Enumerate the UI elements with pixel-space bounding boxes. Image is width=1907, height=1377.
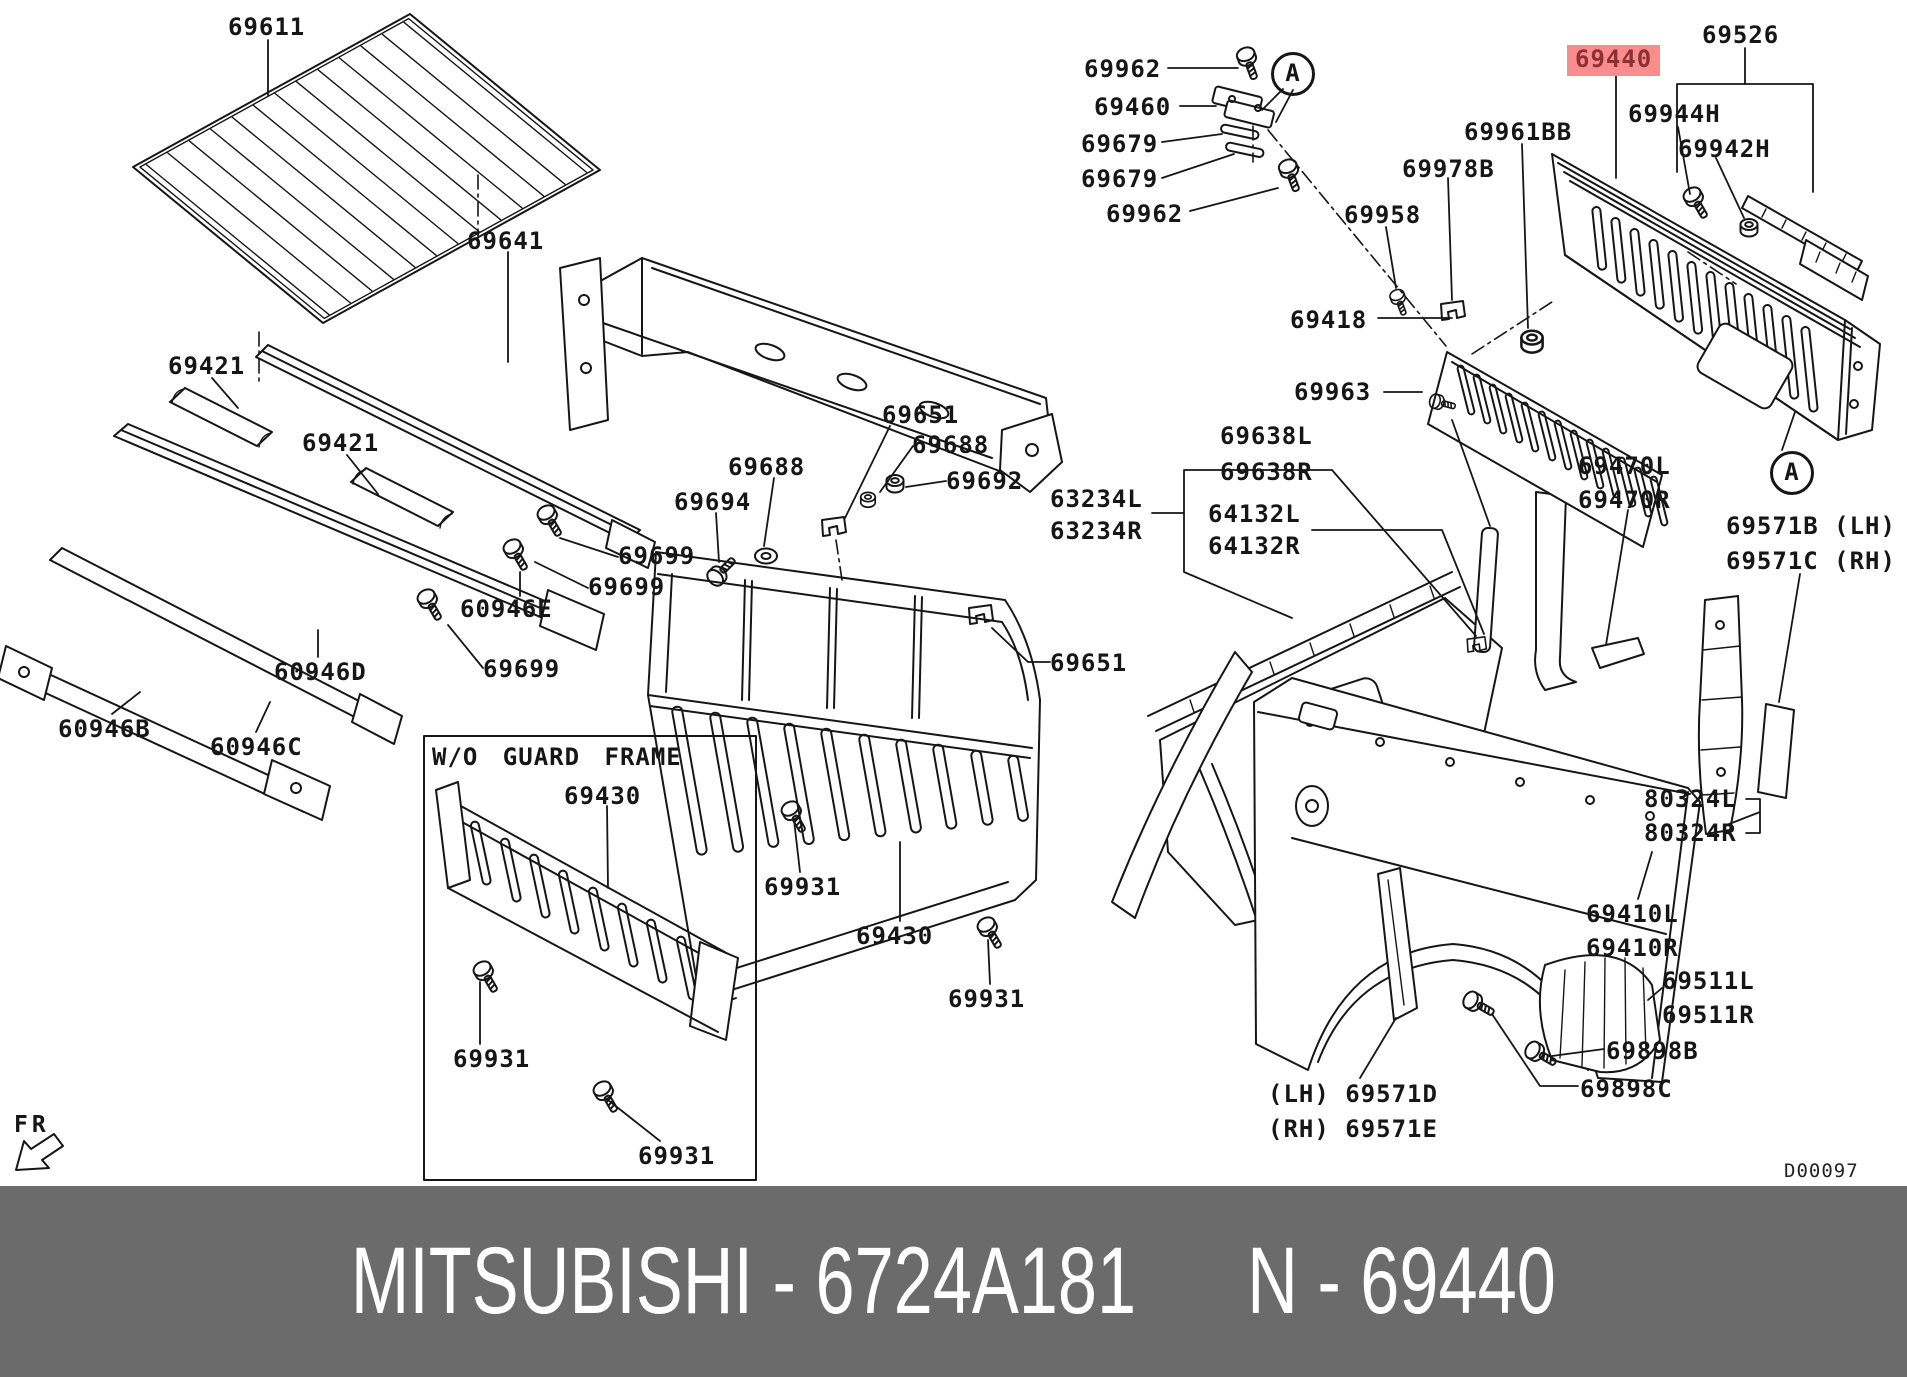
callout-69688-a[interactable]: 69688 xyxy=(728,453,806,481)
rail-strip-drawings xyxy=(1741,195,1869,301)
callout-69978B[interactable]: 69978B xyxy=(1402,155,1495,183)
callout-69611[interactable]: 69611 xyxy=(228,13,306,41)
callout-69410L[interactable]: 69410L xyxy=(1586,900,1679,928)
callout-69638R[interactable]: 69638R xyxy=(1220,458,1313,486)
callout-69470L[interactable]: 69470L xyxy=(1578,452,1671,480)
splash-shield-drawing xyxy=(1538,954,1661,1074)
callout-69692[interactable]: 69692 xyxy=(946,467,1024,495)
callout-69699-b[interactable]: 69699 xyxy=(588,573,666,601)
callout-marker-a-top: A xyxy=(1271,52,1315,96)
callout-80324L[interactable]: 80324L xyxy=(1644,785,1737,813)
callout-69511L[interactable]: 69511L xyxy=(1662,967,1755,995)
callout-69511R[interactable]: 69511R xyxy=(1662,1001,1755,1029)
callout-69962-a[interactable]: 69962 xyxy=(1084,55,1162,83)
footer-banner: MITSUBISHI - 6724A181 N - 69440 xyxy=(0,1186,1907,1377)
callout-69962-b[interactable]: 69962 xyxy=(1106,200,1184,228)
callout-69958[interactable]: 69958 xyxy=(1344,201,1422,229)
callout-69638L[interactable]: 69638L xyxy=(1220,422,1313,450)
callout-69931-a[interactable]: 69931 xyxy=(453,1045,531,1073)
pillar-reinforcement-drawing xyxy=(1697,595,1744,835)
fr-arrow-icon xyxy=(15,1133,64,1171)
callout-69651-b[interactable]: 69651 xyxy=(1050,649,1128,677)
callout-fr: FR xyxy=(14,1112,50,1138)
callout-69651-a[interactable]: 69651 xyxy=(882,401,960,429)
cross-sill-drawings xyxy=(0,344,656,821)
callout-69931-c[interactable]: 69931 xyxy=(764,873,842,901)
callout-69421-a[interactable]: 69421 xyxy=(168,352,246,380)
small-bracket-drawings xyxy=(1473,491,1645,691)
callout-note-frame: W/O GUARD FRAME xyxy=(432,743,682,771)
callout-69679-a[interactable]: 69679 xyxy=(1081,130,1159,158)
callout-69421-b[interactable]: 69421 xyxy=(302,429,380,457)
callout-69942H[interactable]: 69942H xyxy=(1678,135,1771,163)
callout-69430-b[interactable]: 69430 xyxy=(856,922,934,950)
callout-63234L[interactable]: 63234L xyxy=(1050,485,1143,513)
callout-60946C[interactable]: 60946C xyxy=(210,733,303,761)
callout-69898B[interactable]: 69898B xyxy=(1606,1037,1699,1065)
callout-69440[interactable]: 69440 xyxy=(1567,45,1661,76)
callout-69694[interactable]: 69694 xyxy=(674,488,752,516)
callout-69470R[interactable]: 69470R xyxy=(1578,486,1671,514)
callout-80324R[interactable]: 80324R xyxy=(1644,819,1737,847)
callout-69961BB[interactable]: 69961BB xyxy=(1464,118,1573,146)
callout-plate-code: D00097 xyxy=(1784,1160,1859,1182)
hinge-drawing xyxy=(1211,85,1275,158)
callout-69418[interactable]: 69418 xyxy=(1290,306,1368,334)
leader-lines xyxy=(111,39,1814,1142)
callout-marker-a-bottom: A xyxy=(1770,451,1814,495)
callout-69526[interactable]: 69526 xyxy=(1702,21,1780,49)
protection-film-drawing xyxy=(1757,703,1795,799)
arch-molding-drawing xyxy=(1377,867,1418,1021)
center-lines xyxy=(258,125,1737,581)
wo-guard-frame-panel-drawing xyxy=(435,781,739,1041)
callout-69679-b[interactable]: 69679 xyxy=(1081,165,1159,193)
callout-69699-a[interactable]: 69699 xyxy=(618,542,696,570)
floor-panel-drawing xyxy=(133,14,600,323)
callout-69944H[interactable]: 69944H xyxy=(1628,100,1721,128)
callout-64132L[interactable]: 64132L xyxy=(1208,500,1301,528)
footer-banner-text: MITSUBISHI - 6724A181 N - 69440 xyxy=(351,1227,1556,1336)
front-panel-drawing xyxy=(559,257,1063,493)
callout-69898C[interactable]: 69898C xyxy=(1580,1075,1673,1103)
wo-guard-frame-box xyxy=(423,735,757,1181)
callout-69931-d[interactable]: 69931 xyxy=(948,985,1026,1013)
callout-69410R[interactable]: 69410R xyxy=(1586,934,1679,962)
callout-60946D[interactable]: 60946D xyxy=(274,658,367,686)
callout-69699-c[interactable]: 69699 xyxy=(483,655,561,683)
callout-60946B[interactable]: 60946B xyxy=(58,715,151,743)
callout-69571B[interactable]: 69571B (LH) xyxy=(1726,512,1896,540)
callout-69571D[interactable]: (LH) 69571D xyxy=(1268,1080,1438,1108)
reference-number: N - 69440 xyxy=(1247,1228,1557,1334)
callout-64132R[interactable]: 64132R xyxy=(1208,532,1301,560)
callout-69571E[interactable]: (RH) 69571E xyxy=(1268,1115,1438,1143)
tailgate-drawing xyxy=(1551,153,1881,441)
callout-69571C[interactable]: 69571C (RH) xyxy=(1726,547,1896,575)
callout-69641[interactable]: 69641 xyxy=(467,227,545,255)
callout-60946E[interactable]: 60946E xyxy=(460,595,553,623)
guard-frame-panel-drawing xyxy=(647,551,1041,1009)
callout-69931-b[interactable]: 69931 xyxy=(638,1142,716,1170)
callout-69430-a[interactable]: 69430 xyxy=(564,782,642,810)
slat-panel-drawing xyxy=(1427,351,1669,548)
callout-69688-b[interactable]: 69688 xyxy=(912,431,990,459)
callout-63234R[interactable]: 63234R xyxy=(1050,517,1143,545)
brand-part-code: MITSUBISHI - 6724A181 xyxy=(350,1228,1137,1334)
callout-69963[interactable]: 69963 xyxy=(1294,378,1372,406)
callout-69460[interactable]: 69460 xyxy=(1094,93,1172,121)
